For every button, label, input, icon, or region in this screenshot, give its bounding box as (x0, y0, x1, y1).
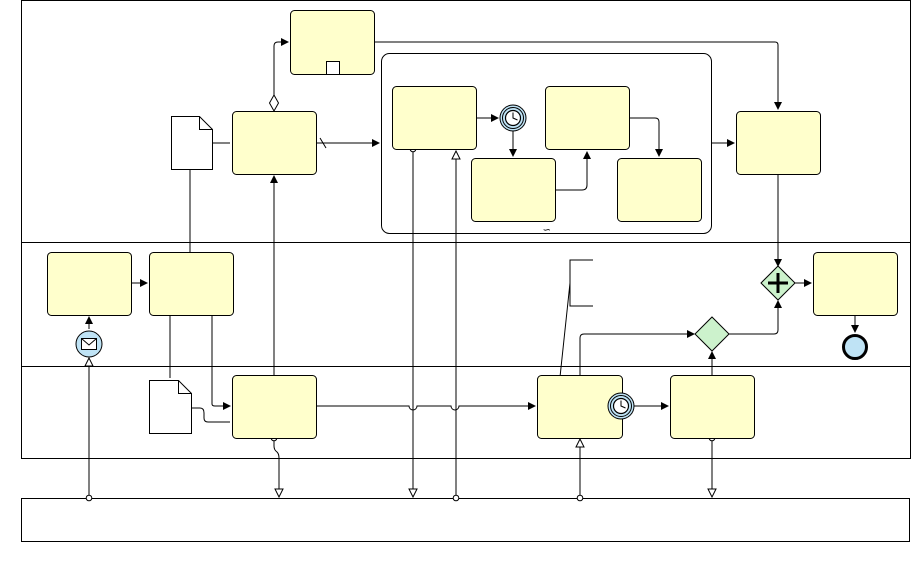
data-object-fold-icon (199, 116, 213, 130)
timer-intermediate-event[interactable] (499, 104, 527, 132)
ad-hoc-marker-icon: ∽ (542, 225, 551, 236)
task-t11[interactable] (232, 375, 317, 439)
task-t9[interactable] (149, 252, 234, 316)
data-object-do1[interactable] (171, 116, 213, 170)
task-t3[interactable] (392, 86, 477, 150)
clock-icon (612, 397, 630, 415)
sequence-flow[interactable] (629, 117, 663, 157)
message-flow[interactable] (274, 438, 279, 497)
task-t13[interactable] (670, 375, 755, 439)
sequence-flow[interactable] (273, 38, 289, 95)
conditional-flow-marker (268, 93, 280, 113)
sequence-flow[interactable] (211, 315, 231, 410)
data-object-do2[interactable] (149, 380, 192, 434)
parallel-gateway[interactable] (760, 265, 796, 301)
association[interactable] (192, 407, 230, 423)
task-t10[interactable] (813, 252, 898, 316)
clock-icon (504, 109, 522, 127)
sequence-flow[interactable] (374, 41, 782, 110)
task-t7[interactable] (736, 111, 821, 175)
envelope-icon (81, 338, 97, 350)
association[interactable] (559, 282, 571, 378)
sequence-flow[interactable] (556, 151, 591, 191)
timer-boundary-event[interactable] (607, 392, 635, 420)
default-flow-marker (319, 137, 327, 149)
task-t5[interactable] (545, 86, 630, 150)
collapsed-pool[interactable] (21, 498, 910, 542)
end-event[interactable] (842, 334, 868, 360)
message-start-event[interactable] (75, 330, 103, 358)
task-t2[interactable] (232, 111, 317, 175)
data-object-fold-icon (178, 380, 192, 394)
exclusive-gateway[interactable] (694, 316, 730, 352)
task-t8[interactable] (47, 252, 132, 316)
collapsed-subprocess-marker-icon (326, 61, 340, 75)
sequence-flow[interactable] (579, 330, 695, 376)
task-t6[interactable] (617, 158, 702, 222)
sequence-flow[interactable] (728, 300, 782, 335)
task-t4[interactable] (471, 158, 556, 222)
text-annotation[interactable] (569, 259, 593, 307)
plus-icon (768, 273, 788, 293)
